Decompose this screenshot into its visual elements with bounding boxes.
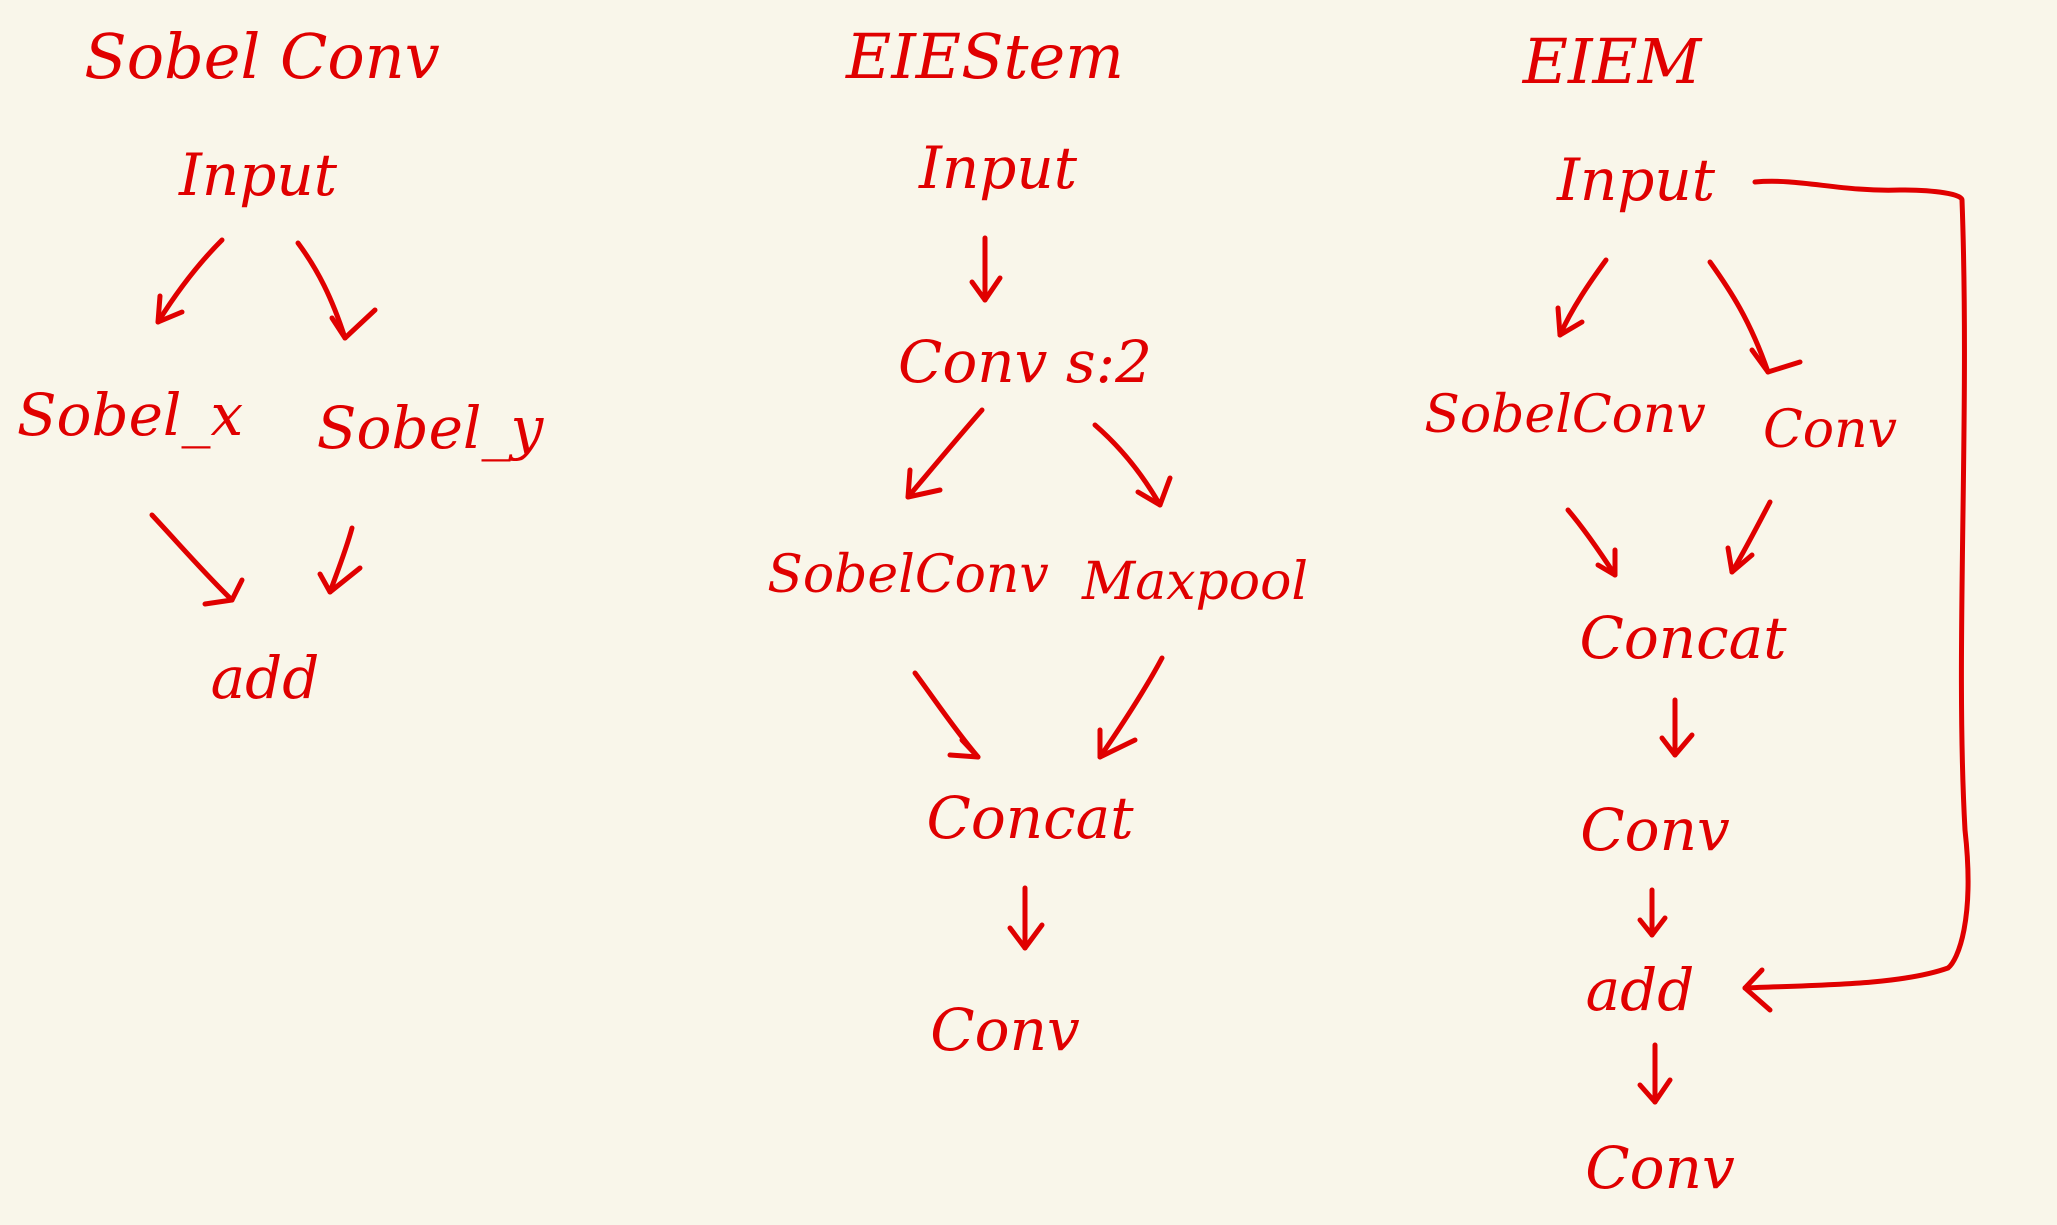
sobelconv-input-node: Input [178,141,338,209]
eiestem-title: EIEStem [846,20,1124,93]
arrow-sobelconv-to-concat [1565,507,1618,578]
eiestem-conv-node: Conv [930,996,1080,1064]
skip-connection-arrow [1742,178,1971,1013]
eiem-concat-node: Concat [1579,604,1787,672]
eiem-input-node: Input [1556,146,1716,214]
eiem-title: EIEM [1522,25,1702,98]
eiestem-maxpool-node: Maxpool [1081,552,1309,612]
arrow-maxpool-to-concat [1097,655,1165,760]
eiem-output-conv-node: Conv [1585,1134,1735,1202]
eiestem-input-node: Input [918,134,1078,202]
sobelconv-sobel-x-node: Sobel_x [16,381,244,449]
sobelconv-title: Sobel Conv [84,20,440,93]
arrow-sobel-x-to-add [149,512,245,607]
eiem-conv-node: Conv [1580,796,1730,864]
arrow-conv-to-sobelconv [905,407,985,500]
arrow-input-to-sobel-x [155,237,225,325]
arrow-input-to-sobelconv [1555,257,1609,338]
eiestem-sobelconv-node: SobelConv [767,545,1049,605]
arrow-concat-to-conv [1007,885,1045,951]
arrow-concat-to-conv [1659,697,1695,758]
arrow-conv-to-maxpool [1092,422,1173,508]
eiem-add-node: add [1585,956,1695,1024]
arrow-sobelconv-to-concat [912,670,981,760]
arrow-sobel-y-to-add [317,525,363,595]
sobelconv-add-node: add [210,644,320,712]
arrow-add-to-output-conv [1637,1042,1673,1105]
eiestem-conv-s2-node: Conv s:2 [897,328,1153,396]
eiem-sobelconv-node: SobelConv [1424,385,1706,445]
arrow-input-to-sobel-y [295,240,378,341]
arrow-input-to-conv-branch [1707,259,1803,375]
eiem-conv-branch-node: Conv [1763,400,1897,460]
arrow-conv-branch-to-concat [1725,499,1773,575]
arrow-input-to-conv-s2 [969,235,1003,303]
eiestem-concat-node: Concat [926,784,1134,852]
arrow-conv-to-add [1637,887,1668,938]
sobelconv-sobel-y-node: Sobel_y [316,394,544,462]
